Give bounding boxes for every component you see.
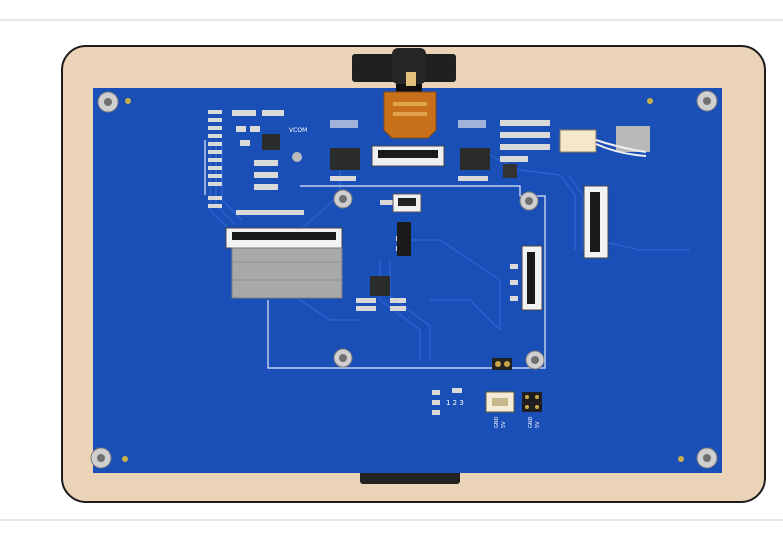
lcd-ribbon-connector <box>225 227 343 299</box>
ic-chip-right <box>460 148 490 170</box>
ic-chips <box>262 134 517 296</box>
inductor-2 <box>503 164 517 178</box>
mount-hole-top-right <box>696 90 718 112</box>
fiducial <box>647 98 653 104</box>
vcom-potentiometer <box>292 152 302 162</box>
backlight-connector <box>559 126 650 157</box>
pcb-silk-outlines <box>204 140 546 369</box>
touch-flex <box>397 222 411 256</box>
standoff-bottom-right <box>525 350 545 370</box>
vcom-label: VCOM <box>289 127 307 134</box>
ic-chip-left <box>330 148 360 170</box>
standoff-top-right <box>519 191 539 211</box>
mount-hole-bottom-right <box>696 447 718 469</box>
mounting-holes <box>90 90 718 469</box>
fpc-clip <box>392 48 426 84</box>
fiducial <box>678 456 684 462</box>
mount-hole-bottom-left <box>90 447 112 469</box>
power-header-black <box>522 392 542 412</box>
power-connector-white <box>485 391 515 413</box>
ic-chip-center <box>370 276 390 296</box>
standoff-top <box>333 189 353 209</box>
fpc-flex-cable <box>383 72 437 139</box>
passive-components <box>208 110 550 415</box>
fiducial <box>122 456 128 462</box>
pin-label-right: 5V <box>535 421 541 428</box>
pin-label-left: 5V <box>501 421 507 428</box>
gnd-label-left: GND <box>494 416 500 428</box>
mount-hole-top-left <box>97 91 119 113</box>
inductor <box>262 134 280 150</box>
pin-header-pair <box>492 358 512 370</box>
fiducial <box>125 98 131 104</box>
standoff-bottom-left <box>333 348 353 368</box>
header-number-label: 1 2 3 <box>446 399 464 407</box>
gnd-label-right: GND <box>528 416 534 428</box>
